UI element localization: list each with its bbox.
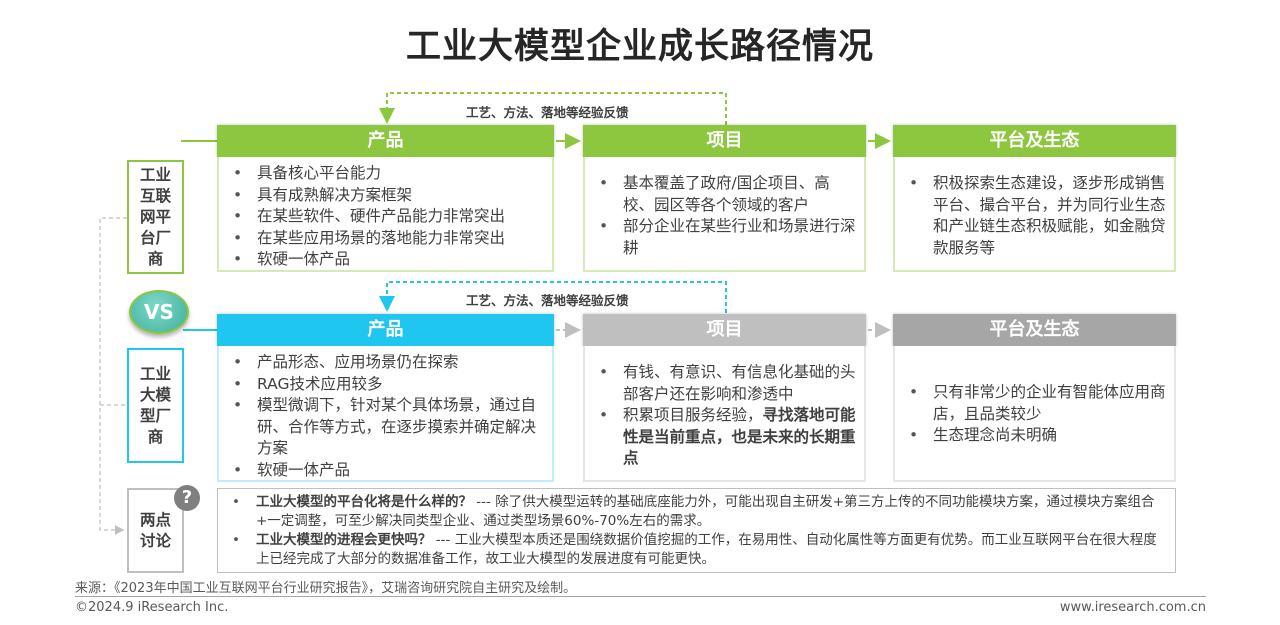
bullet-item: 软硬一体产品 [229,460,544,482]
row2-project-body: 有钱、有意识、有信息化基础的头部客户还在影响和渗透中 积累项目服务经验，寻找落地… [583,346,866,482]
bullet-item: 具备核心平台能力 [229,163,544,185]
row2-project-header: 项目 [583,314,866,346]
discussion-body: 工业大模型的平台化将是什么样的？ --- 除了供大模型运转的基础底座能力外，可能… [217,488,1176,573]
bullet-item: 模型微调下，针对某个具体场景，通过自研、合作等方式，在逐步摸索并确定解决方案 [229,395,544,460]
row1-platform-body: 积极探索生态建设，逐步形成销售平台、撮合平台，并为同行业生态和产业链生态积极赋能… [893,157,1176,272]
feedback-arrow-top [379,92,727,125]
bullet-item: 部分企业在某些行业和场景进行深耕 [595,216,856,259]
row2-platform-header: 平台及生态 [893,314,1176,346]
side-label-discussion: 两点讨论 [127,488,184,573]
source-note: 来源：《2023年中国工业互联网平台行业研究报告》，艾瑞咨询研究院自主研究及绘制… [75,581,577,596]
copyright: ©2024.9 iResearch Inc. [75,600,229,615]
bullet-item: 只有非常少的企业有智能体应用商店，且品类较少 [905,382,1166,425]
item-emphasis: 寻找落地可能性是当前重点，也是未来的长期重点 [623,406,856,467]
row1-product-body: 具备核心平台能力具有成熟解决方案框架在某些软件、硬件产品能力非常突出在某些应用场… [217,157,554,272]
bullet-item: 生态理念尚未明确 [905,425,1166,447]
row1-project-body: 基本覆盖了政府/国企项目、高校、园区等各个领域的客户部分企业在某些行业和场景进行… [583,157,866,272]
bullet-item: 有钱、有意识、有信息化基础的头部客户还在影响和渗透中 [595,362,856,405]
bullet-item: 在某些应用场景的落地能力非常突出 [229,228,544,250]
row2-platform-body: 只有非常少的企业有智能体应用商店，且品类较少生态理念尚未明确 [893,346,1176,482]
bullet-item: 积极探索生态建设，逐步形成销售平台、撮合平台，并为同行业生态和产业链生态积极赋能… [905,173,1166,259]
bullet-item: 软硬一体产品 [229,249,544,271]
bullet-item: 基本覆盖了政府/国企项目、高校、园区等各个领域的客户 [595,173,856,216]
discussion-answer: --- 除了供大模型运转的基础底座能力外，可能出现自主研发+第三方上传的不同功能… [256,494,1155,529]
row1-platform-header: 平台及生态 [893,125,1176,157]
item-text: 积累项目服务经验， [623,406,763,424]
footer-divider [75,596,1206,597]
feedback-arrow-bottom [379,281,727,313]
bullet-item: 积累项目服务经验，寻找落地可能性是当前重点，也是未来的长期重点 [595,405,856,470]
row1-project-header: 项目 [583,125,866,157]
row2-product-header: 产品 [217,314,554,346]
page-title: 工业大模型企业成长路径情况 [405,27,874,67]
discussion-question: 工业大模型的平台化将是什么样的？ [256,494,472,510]
bullet-item: 产品形态、应用场景仍在探索 [229,352,544,374]
website-link[interactable]: www.iresearch.com.cn [1059,600,1206,615]
side-label-platform-vendor: 工业互联网平台厂商 [127,160,184,274]
feedback-label-top: 工艺、方法、落地等经验反馈 [466,105,629,120]
row1-product-header: 产品 [217,125,554,157]
discussion-answer: --- 工业大模型本质还是围绕数据价值挖掘的工作，在易用性、自动化属性等方面更有… [256,532,1157,567]
row2-product-body: 产品形态、应用场景仍在探索RAG技术应用较多模型微调下，针对某个具体场景，通过自… [217,346,554,482]
discussion-item: 工业大模型的进程会更快吗？ --- 工业大模型本质还是围绕数据价值挖掘的工作，在… [228,531,1167,569]
discussion-item: 工业大模型的平台化将是什么样的？ --- 除了供大模型运转的基础底座能力外，可能… [228,493,1167,531]
question-icon: ? [174,485,200,511]
side-label-model-vendor: 工业大模型厂商 [127,348,184,463]
bullet-item: 具有成熟解决方案框架 [229,185,544,207]
bullet-item: RAG技术应用较多 [229,374,544,396]
feedback-label-bottom: 工艺、方法、落地等经验反馈 [466,293,629,308]
vs-badge: VS [129,290,189,334]
discussion-question: 工业大模型的进程会更快吗？ [256,532,432,548]
bullet-item: 在某些软件、硬件产品能力非常突出 [229,206,544,228]
